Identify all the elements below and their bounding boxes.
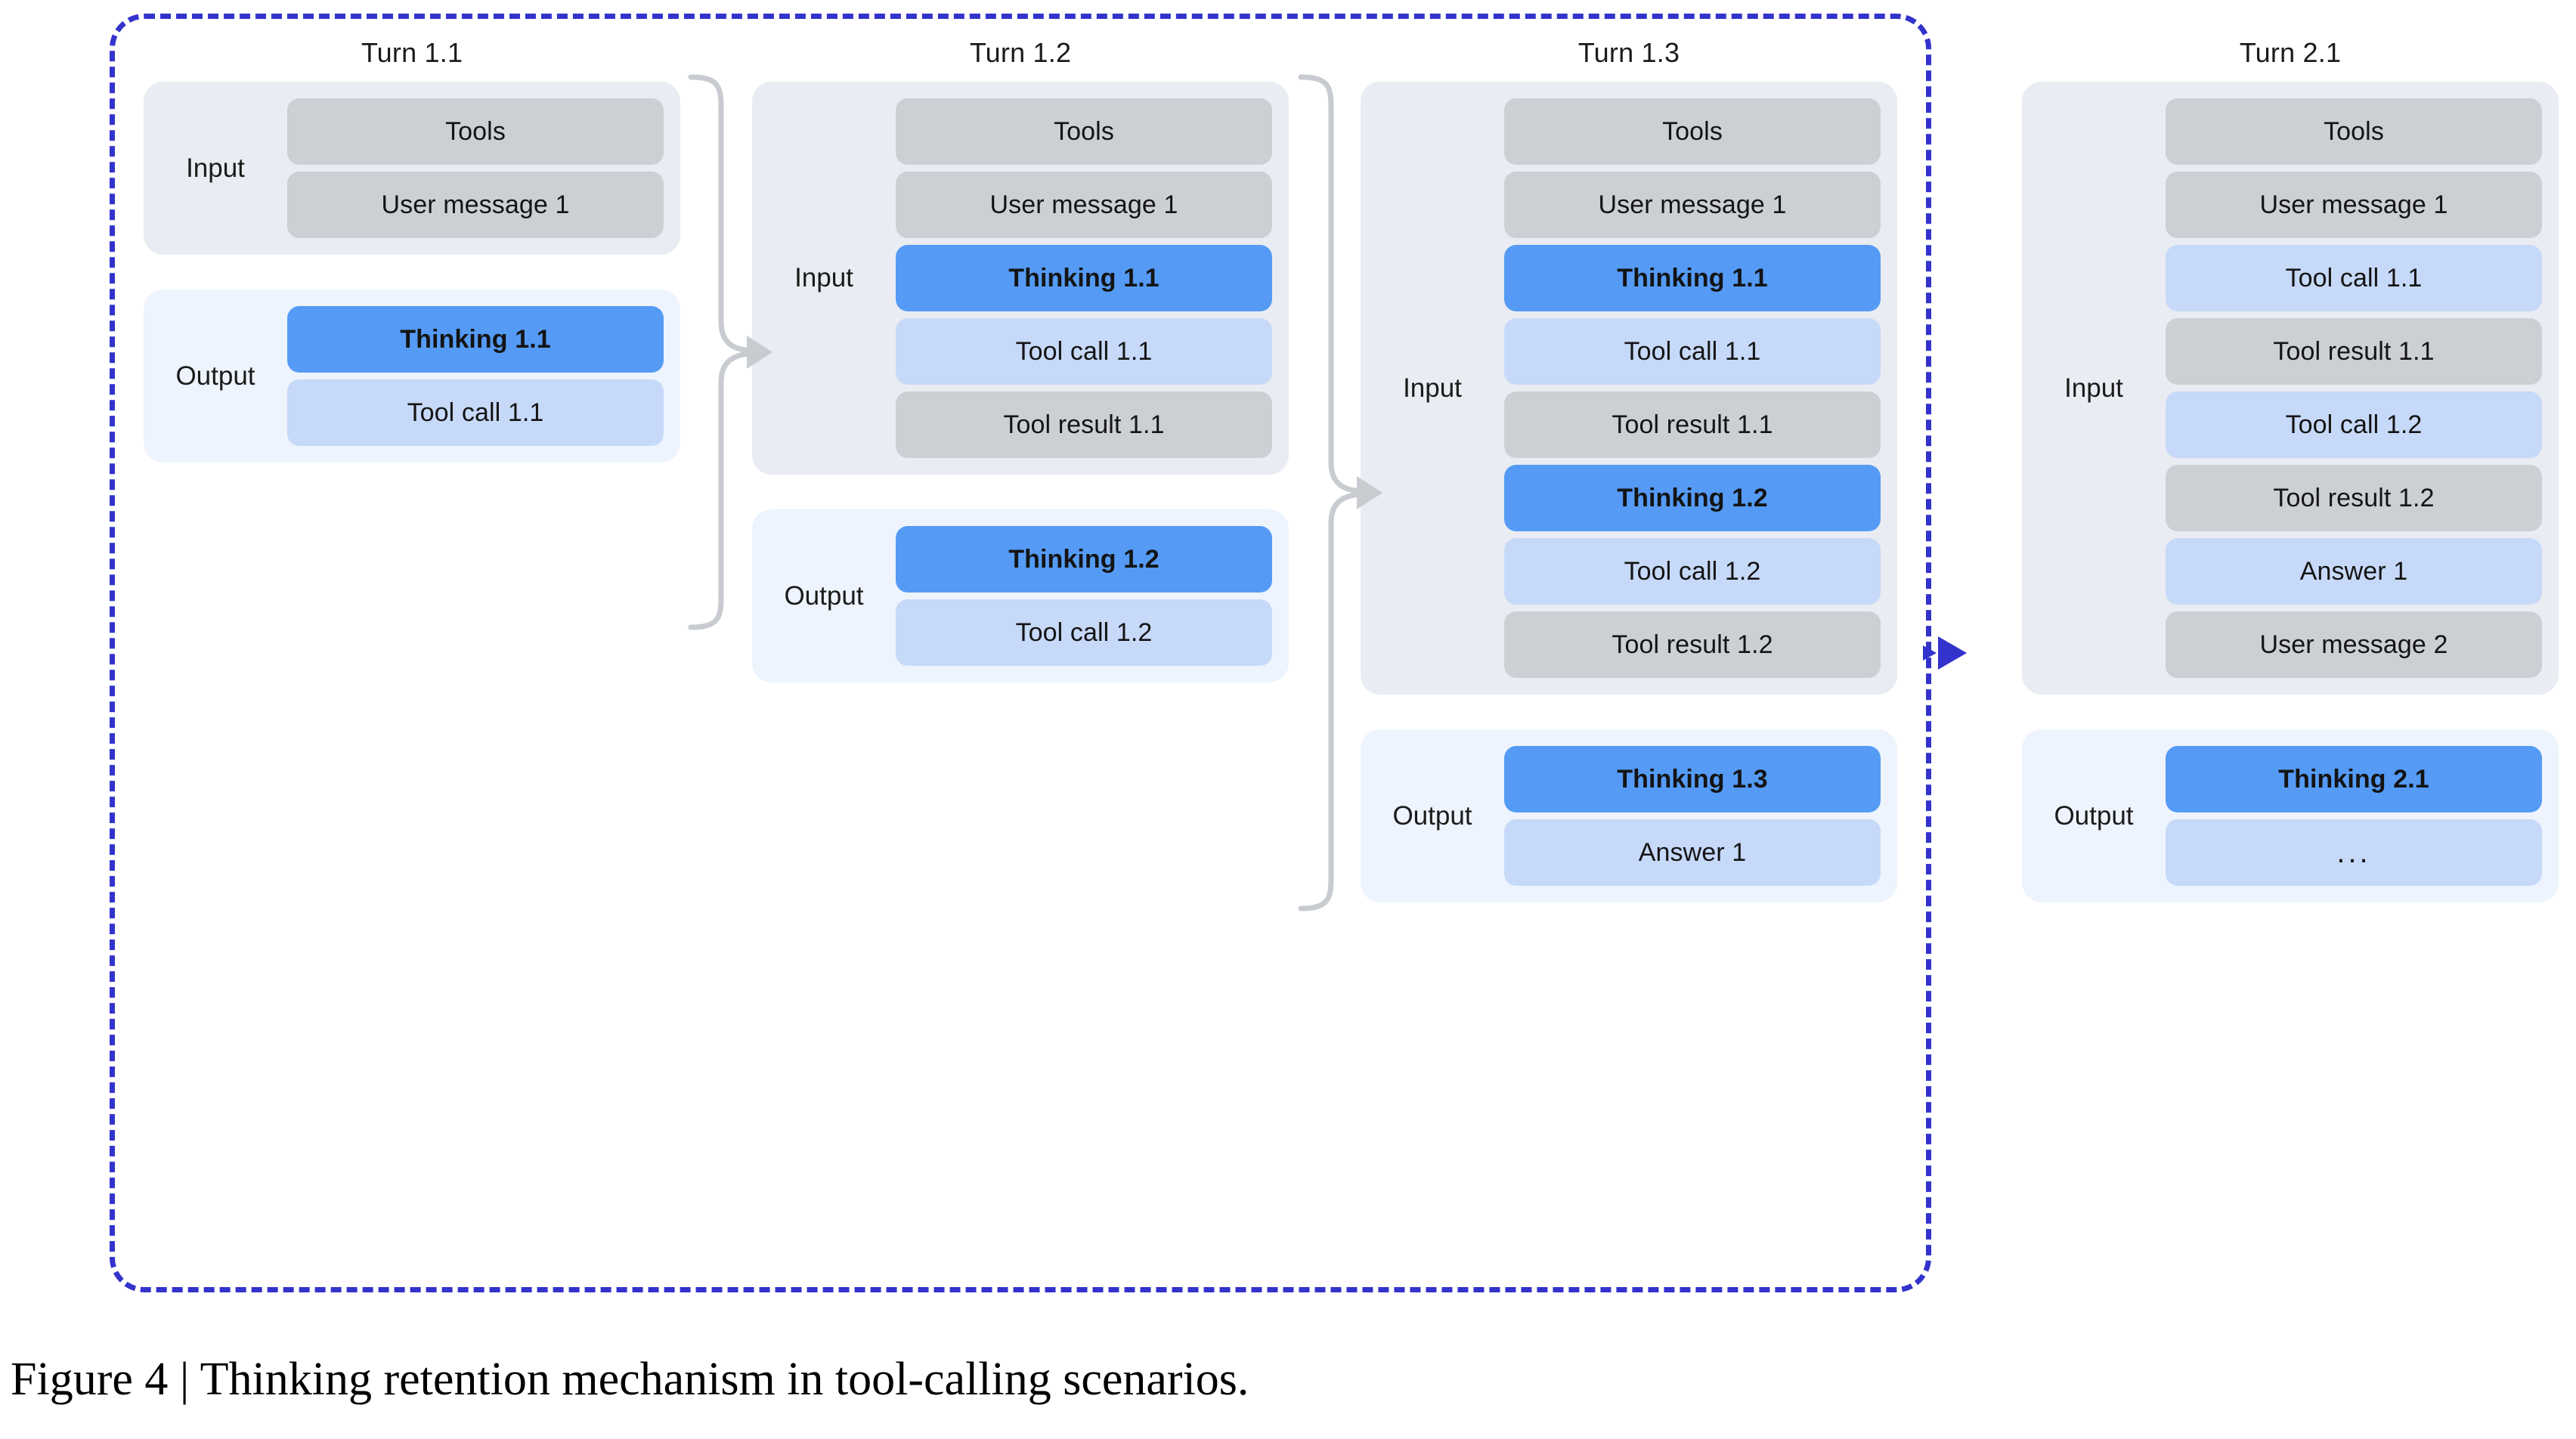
context-block: Answer 1 — [2166, 538, 2542, 605]
context-block: User message 1 — [2166, 172, 2542, 238]
context-block: Tool result 1.2 — [1504, 611, 1881, 678]
context-block: Tool result 1.1 — [1504, 391, 1881, 458]
context-block: Thinking 1.2 — [896, 526, 1272, 593]
context-block: Tool result 1.2 — [2166, 465, 2542, 531]
context-block: Tools — [896, 98, 1272, 165]
panel-gap — [1361, 695, 1897, 729]
input-label: Input — [1403, 373, 1462, 403]
context-block: Thinking 1.1 — [1504, 245, 1881, 311]
context-block: User message 1 — [1504, 172, 1881, 238]
connector-turn-1-1-to-1-2 — [686, 73, 777, 632]
context-block: Answer 1 — [1504, 819, 1881, 886]
context-block: Tools — [287, 98, 664, 165]
context-block: Thinking 1.1 — [896, 245, 1272, 311]
context-block: User message 1 — [287, 172, 664, 238]
output-panel: Output Thinking 2.1... — [2022, 729, 2559, 902]
turn-title: Turn 1.2 — [969, 37, 1072, 68]
context-block: Tool call 1.2 — [1504, 538, 1881, 605]
context-block: Tools — [1504, 98, 1881, 165]
context-block: Thinking 1.2 — [1504, 465, 1881, 531]
context-block: Thinking 1.3 — [1504, 746, 1881, 812]
output-label: Output — [1392, 800, 1472, 831]
input-label: Input — [794, 263, 853, 292]
input-label: Input — [2064, 373, 2123, 403]
context-block: User message 2 — [2166, 611, 2542, 678]
context-block: Tool call 1.2 — [2166, 391, 2542, 458]
context-block: Tool call 1.1 — [287, 379, 664, 446]
output-label: Output — [2054, 800, 2134, 831]
context-block: Tools — [2166, 98, 2542, 165]
turn-title: Turn 1.1 — [361, 37, 463, 68]
context-block: Tool result 1.1 — [2166, 318, 2542, 385]
context-block: ... — [2166, 819, 2542, 886]
input-label: Input — [186, 153, 245, 183]
panel-gap — [752, 475, 1289, 509]
context-block: Tool call 1.1 — [896, 318, 1272, 385]
context-block: Tool call 1.1 — [1504, 318, 1881, 385]
context-block: Thinking 2.1 — [2166, 746, 2542, 812]
block-list: Thinking 2.1... — [2166, 746, 2542, 886]
turn-title: Turn 1.3 — [1577, 37, 1680, 68]
panel-gap — [2022, 695, 2559, 729]
context-block: User message 1 — [896, 172, 1272, 238]
context-block: Tool call 1.2 — [896, 599, 1272, 666]
figure-caption: Figure 4 | Thinking retention mechanism … — [11, 1354, 1249, 1405]
context-block: Tool call 1.1 — [2166, 245, 2542, 311]
output-label: Output — [175, 361, 255, 391]
panel-gap — [144, 255, 680, 289]
context-block: Thinking 1.1 — [287, 306, 664, 373]
turn-title: Turn 2.1 — [2239, 37, 2342, 68]
arrow-turn-1-to-turn-2-icon — [1920, 633, 1970, 676]
context-block: Tool result 1.1 — [896, 391, 1272, 458]
connector-turn-1-2-to-1-3 — [1296, 73, 1387, 913]
output-label: Output — [784, 580, 864, 611]
